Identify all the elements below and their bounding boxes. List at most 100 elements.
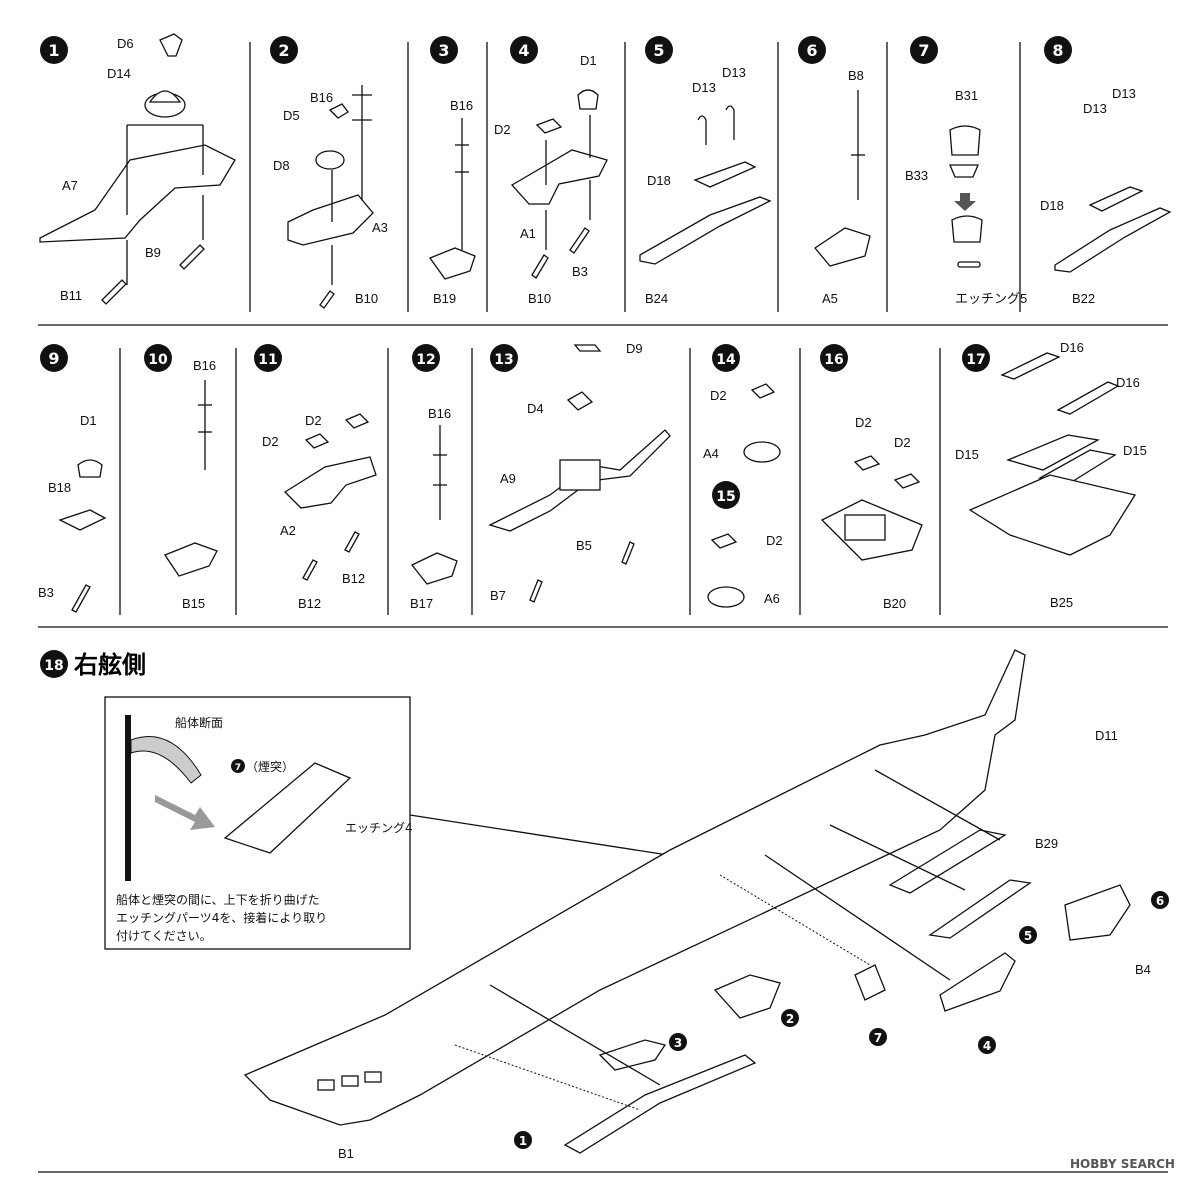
- part-b3: [71, 584, 91, 613]
- step-13: 13 D9 D4 A9 B5 B7: [488, 341, 671, 603]
- svg-text:D13: D13: [1083, 101, 1107, 116]
- svg-text:B10: B10: [528, 291, 551, 306]
- svg-text:B22: B22: [1072, 291, 1095, 306]
- svg-text:付けてください。: 付けてください。: [116, 929, 212, 943]
- svg-text:11: 11: [258, 352, 277, 368]
- svg-text:A5: A5: [822, 291, 838, 306]
- svg-text:D13: D13: [692, 80, 716, 95]
- svg-text:D18: D18: [1040, 198, 1064, 213]
- step-1: 1 D6 D14 A7 B9 B11: [39, 33, 236, 305]
- svg-text:6: 6: [1156, 894, 1164, 908]
- svg-text:1: 1: [519, 1134, 527, 1148]
- svg-text:D18: D18: [647, 173, 671, 188]
- part-label-b9: B9: [145, 245, 161, 260]
- svg-text:6: 6: [806, 41, 817, 60]
- part-d1: [577, 89, 599, 110]
- part-label-d5: D5: [283, 108, 300, 123]
- part-d15: [1006, 434, 1100, 471]
- part-label-d6: D6: [117, 36, 134, 51]
- assembly-lines: [454, 769, 1001, 1111]
- part-label-b11: B11: [60, 288, 82, 303]
- svg-text:D2: D2: [710, 388, 727, 403]
- svg-text:船体と煙突の間に、上下を折り曲げた: 船体と煙突の間に、上下を折り曲げた: [116, 892, 320, 907]
- svg-text:2: 2: [278, 41, 289, 60]
- svg-text:B18: B18: [48, 480, 71, 495]
- svg-text:D2: D2: [766, 533, 783, 548]
- step-18: 18 右舷側 船体断面 7 （煙突） エッチング4 船体と煙突の間に、上下を折り…: [40, 649, 1169, 1161]
- svg-text:B33: B33: [905, 168, 928, 183]
- svg-text:D4: D4: [527, 401, 544, 416]
- svg-text:18: 18: [44, 658, 63, 674]
- part-d5: [328, 103, 349, 119]
- step-number-badge: 1: [40, 36, 68, 64]
- part-b17: [410, 552, 458, 585]
- svg-text:D16: D16: [1060, 340, 1084, 355]
- part-b15: [164, 542, 218, 577]
- part-label-a7: A7: [62, 178, 78, 193]
- step-4: 4 D1 D2 A1 B3 B10: [494, 36, 608, 306]
- step-10: 10 B16 B15: [144, 344, 218, 611]
- part-b18: [58, 509, 107, 531]
- svg-text:7: 7: [874, 1031, 882, 1045]
- part-label-a3: A3: [372, 220, 388, 235]
- svg-text:D2: D2: [262, 434, 279, 449]
- svg-text:B25: B25: [1050, 595, 1073, 610]
- part-label-d8: D8: [273, 158, 290, 173]
- svg-text:A1: A1: [520, 226, 536, 241]
- svg-text:（煙突）: （煙突）: [246, 759, 294, 774]
- svg-text:B12: B12: [342, 571, 365, 586]
- step-9: 9 D1 B18 B3: [38, 344, 107, 613]
- svg-text:16: 16: [824, 352, 843, 368]
- step-8: 8 D13 D13 D18 B22: [1040, 36, 1172, 306]
- svg-text:D13: D13: [1112, 86, 1136, 101]
- svg-text:B17: B17: [410, 596, 433, 611]
- part-d16: [1056, 381, 1120, 415]
- svg-text:10: 10: [148, 352, 168, 368]
- svg-text:B31: B31: [955, 88, 978, 103]
- part-a4: [743, 441, 781, 463]
- part-a1: [510, 149, 608, 205]
- etching-4: [223, 762, 352, 854]
- part-b29: [888, 829, 1007, 894]
- svg-text:7: 7: [918, 41, 929, 60]
- part-d14: [148, 90, 182, 103]
- svg-text:5: 5: [1024, 929, 1032, 943]
- step-16: 16 D2 D2 B20: [820, 344, 923, 611]
- part-a5: [814, 227, 871, 267]
- svg-text:D15: D15: [1123, 443, 1147, 458]
- svg-text:船体断面: 船体断面: [175, 715, 223, 730]
- part-b24: [639, 196, 772, 265]
- svg-text:D2: D2: [305, 413, 322, 428]
- part-b22: [1054, 207, 1172, 273]
- part-b31: [949, 125, 981, 156]
- svg-text:A4: A4: [703, 446, 719, 461]
- svg-text:5: 5: [653, 41, 664, 60]
- part-b9: [179, 244, 205, 270]
- svg-text:B5: B5: [576, 538, 592, 553]
- svg-text:A9: A9: [500, 471, 516, 486]
- svg-text:エッチング4: エッチング4: [345, 821, 413, 835]
- part-d16: [1000, 352, 1061, 380]
- svg-text:2: 2: [786, 1012, 794, 1026]
- svg-text:B16: B16: [193, 358, 216, 373]
- part-d8: [315, 150, 345, 170]
- svg-text:B24: B24: [645, 291, 668, 306]
- svg-text:12: 12: [416, 352, 435, 368]
- part-b33: [949, 164, 979, 178]
- svg-text:A6: A6: [764, 591, 780, 606]
- column-dividers-row2: [119, 348, 941, 615]
- step-3: 3 B16 B19: [428, 36, 476, 306]
- svg-text:8: 8: [1052, 41, 1063, 60]
- svg-text:D15: D15: [955, 447, 979, 462]
- step-12: 12 B16 B17: [410, 344, 458, 611]
- step-14: 14 D2 A4: [703, 344, 781, 463]
- step-2: 2 B16 D5 D8 A3 B10: [270, 36, 388, 309]
- svg-text:3: 3: [438, 41, 449, 60]
- svg-text:D1: D1: [80, 413, 97, 428]
- svg-text:B16: B16: [450, 98, 473, 113]
- svg-text:D13: D13: [722, 65, 746, 80]
- part-d2: [535, 118, 563, 134]
- part-b11: [101, 279, 127, 305]
- svg-text:15: 15: [716, 489, 735, 505]
- column-dividers-row1: [249, 42, 1021, 312]
